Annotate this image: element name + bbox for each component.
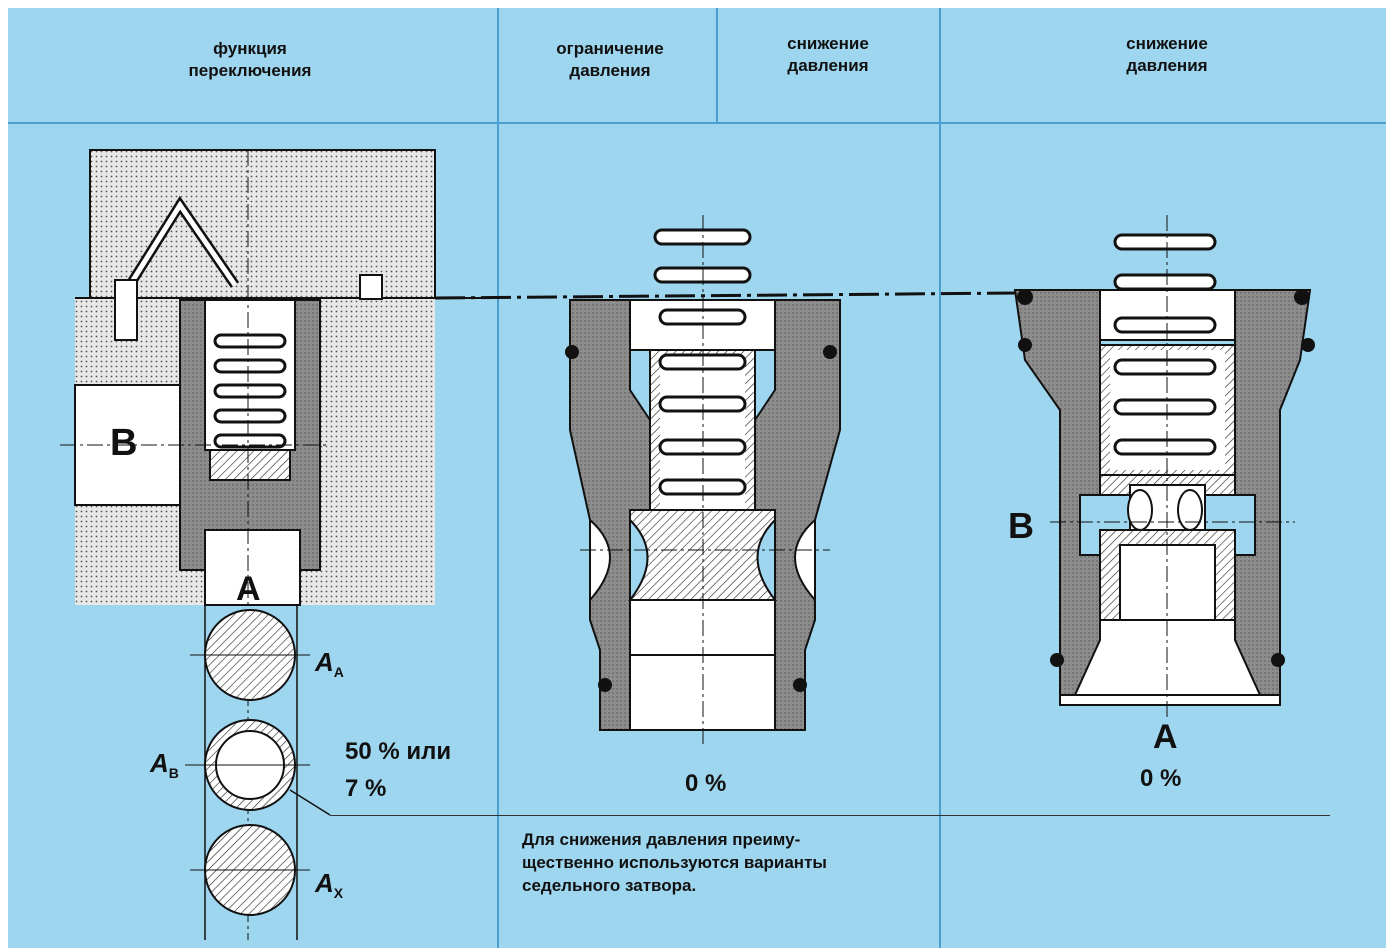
column-divider-2 — [716, 8, 718, 122]
pressure-reduction-valve-drawing — [1013, 215, 1315, 720]
area-ax-label: AX — [315, 868, 344, 902]
switching-valve-drawing — [60, 149, 500, 940]
area-ab-label: AB — [150, 748, 179, 782]
footnote-text: Для снижения давления преиму- щественно … — [522, 830, 827, 895]
percent-middle: 0 % — [685, 770, 727, 797]
bottom-divider — [330, 815, 1330, 816]
port-a-right-label: A — [1153, 718, 1178, 756]
header-divider — [8, 122, 1386, 124]
header-pressure-limiting: ограничение давления — [556, 39, 664, 80]
percent-right: 0 % — [1140, 765, 1182, 792]
header-switching-function: функция переключения — [188, 39, 312, 80]
percent-left-line2: 7 % — [345, 775, 387, 802]
area-aa-label: AA — [315, 647, 344, 681]
port-a-left-label: A — [236, 570, 261, 608]
pressure-limiting-valve-drawing — [565, 215, 841, 745]
port-b-right-label: B — [1008, 505, 1034, 546]
column-divider-1 — [497, 8, 499, 948]
port-b-left-label: B — [110, 422, 138, 464]
header-pressure-reduction-1: снижение давления — [787, 34, 869, 75]
column-divider-3 — [939, 8, 941, 948]
percent-left-line1: 50 % или — [345, 738, 452, 765]
header-pressure-reduction-2: снижение давления — [1126, 34, 1208, 75]
